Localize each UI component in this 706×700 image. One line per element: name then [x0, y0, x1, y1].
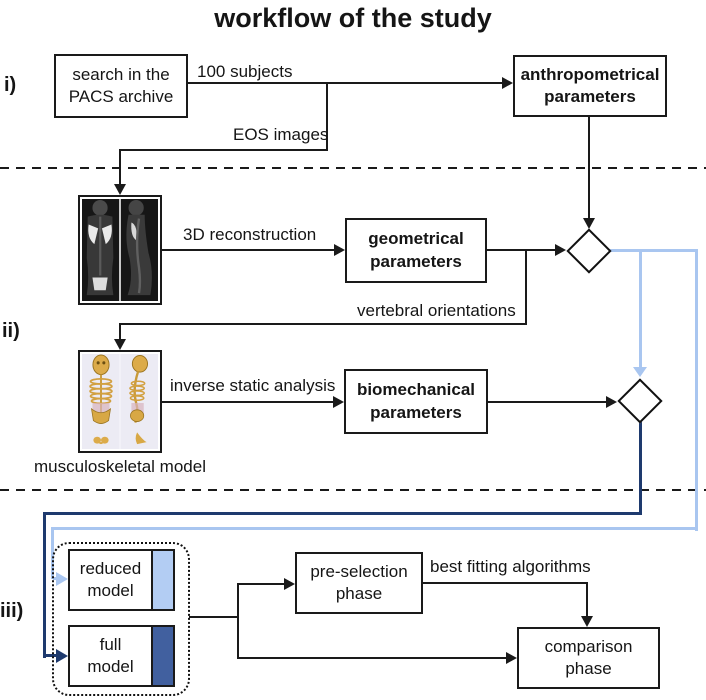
node-pre-selection-label: pre-selection phase	[310, 561, 408, 603]
node-geometrical-label: geometrical parameters	[368, 229, 464, 271]
connector-lightblue	[639, 249, 642, 367]
edge-label-best-fitting-algorithms: best fitting algorithms	[430, 557, 591, 576]
node-anthropometrical-label: anthropometrical parameters	[520, 64, 660, 106]
edge-label-3d-reconstruction: 3D reconstruction	[183, 225, 317, 244]
connector	[525, 249, 527, 325]
arrowhead	[114, 184, 126, 195]
arrowhead-darkblue	[56, 649, 68, 663]
connector-darkblue	[639, 421, 642, 515]
node-comparison-label: comparison phase	[544, 636, 633, 678]
arrowhead	[583, 218, 595, 229]
connector	[487, 249, 557, 251]
phase-label-ii: ii)	[2, 320, 20, 342]
merge-diamond-1	[566, 228, 612, 274]
arrowhead-lightblue	[56, 572, 68, 586]
musculoskeletal-model-image	[78, 350, 162, 453]
arrowhead	[502, 77, 513, 89]
phase-label-iii: iii)	[0, 600, 24, 622]
connector	[119, 149, 121, 186]
connector	[120, 149, 328, 151]
node-search-pacs-label: search in the PACS archive	[68, 64, 174, 106]
node-anthropometrical-parameters: anthropometrical parameters	[513, 55, 667, 117]
node-reduced-model-label: reduced model	[79, 558, 142, 600]
node-biomechanical-label: biomechanical parameters	[356, 380, 476, 422]
node-full-model: full model	[68, 625, 175, 687]
connector	[586, 582, 588, 617]
skeleton-model-icon	[82, 354, 158, 449]
biplanar-xray-icon	[82, 199, 158, 301]
edge-label-eos-images: EOS images	[233, 125, 329, 144]
arrowhead-lightblue	[633, 367, 647, 377]
connector-lightblue	[51, 527, 698, 530]
node-biomechanical-parameters: biomechanical parameters	[344, 369, 488, 434]
connector	[119, 323, 527, 325]
connector	[119, 323, 121, 341]
edge-label-vertebral-orientations: vertebral orientations	[357, 301, 516, 320]
arrowhead	[606, 396, 617, 408]
eos-xray-image	[78, 195, 162, 305]
connector	[160, 401, 335, 403]
phase-separator-2	[0, 489, 706, 491]
node-full-model-label: full model	[87, 634, 134, 676]
reduced-model-color-bar	[151, 549, 175, 611]
arrowhead	[284, 578, 295, 590]
edge-label-inverse-static-analysis: inverse static analysis	[170, 376, 336, 395]
connector-lightblue	[608, 249, 698, 252]
connector-darkblue	[45, 654, 57, 657]
musculoskeletal-model-caption: musculoskeletal model	[34, 457, 206, 476]
full-model-color-bar	[151, 625, 175, 687]
arrowhead	[114, 339, 126, 350]
arrowhead	[581, 616, 593, 627]
node-geometrical-parameters: geometrical parameters	[345, 218, 487, 283]
model-group-container	[52, 542, 190, 696]
arrowhead	[334, 244, 345, 256]
connector	[237, 583, 285, 585]
arrowhead	[333, 396, 344, 408]
connector	[189, 616, 239, 618]
connector	[237, 657, 507, 659]
connector	[588, 117, 590, 221]
arrowhead	[506, 652, 517, 664]
phase-label-i: i)	[4, 74, 17, 96]
phase-separator-1	[0, 167, 706, 169]
connector-darkblue	[43, 512, 642, 515]
node-pre-selection-phase: pre-selection phase	[295, 552, 423, 614]
connector	[188, 82, 503, 84]
connector	[488, 401, 608, 403]
connector-lightblue	[695, 249, 698, 531]
connector	[423, 582, 588, 584]
connector	[326, 82, 328, 151]
connector-darkblue	[43, 512, 46, 658]
connector	[237, 583, 239, 659]
edge-label-100-subjects: 100 subjects	[197, 62, 293, 81]
merge-diamond-2	[617, 378, 663, 424]
node-search-pacs: search in the PACS archive	[54, 54, 188, 118]
arrowhead	[555, 244, 566, 256]
node-reduced-model: reduced model	[68, 549, 175, 611]
connector	[160, 249, 336, 251]
page-title: workflow of the study	[214, 3, 492, 33]
node-comparison-phase: comparison phase	[517, 627, 660, 689]
